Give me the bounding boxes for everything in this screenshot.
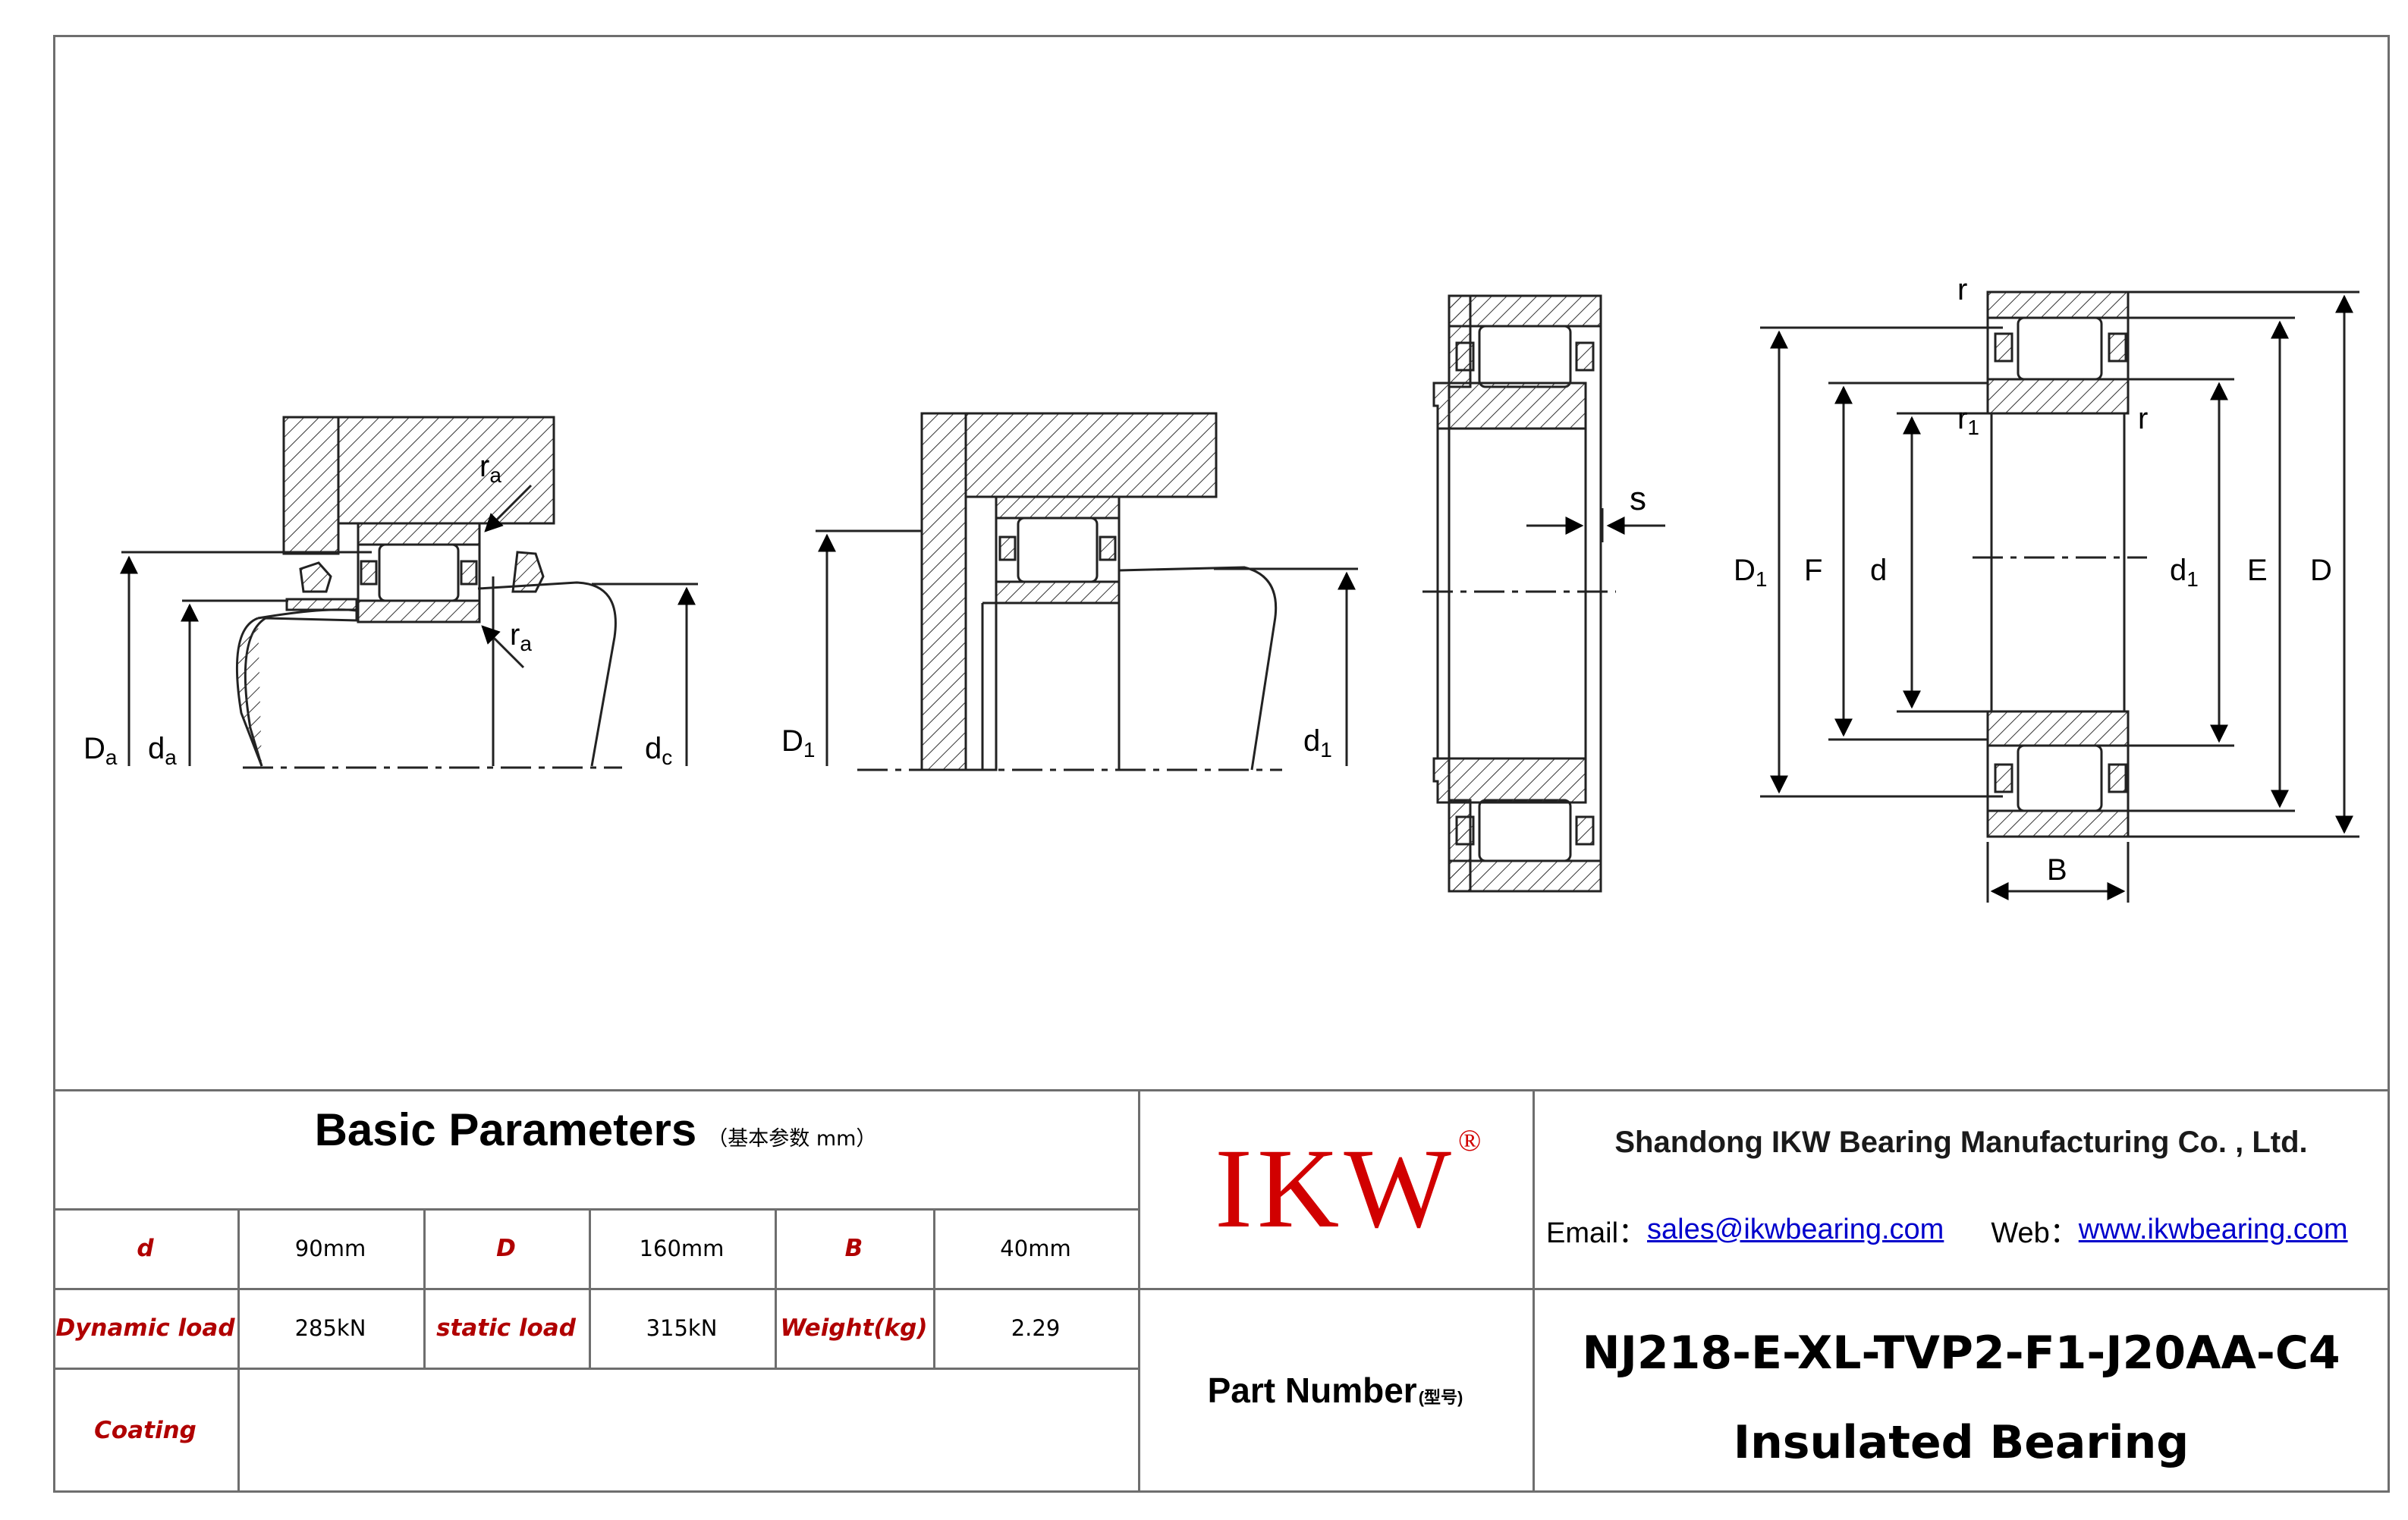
- email-link[interactable]: sales@ikwbearing.com: [1647, 1213, 1944, 1245]
- bearing-technical-drawing: ra ra Da da dc D1 d1 s r r1 r D1 F d d1 …: [83, 273, 2359, 903]
- param-label-D: D: [496, 1234, 516, 1262]
- label-d: d: [1870, 554, 1887, 587]
- param-value-weight: 2.29: [1011, 1314, 1061, 1341]
- bearing-section-s: [1422, 294, 1665, 893]
- label-r-right: r: [2138, 402, 2148, 435]
- basic-parameters-unit: （基本参数 mm）: [707, 1127, 877, 1151]
- email-label: Email：: [1546, 1217, 1648, 1249]
- part-number-label-cell: Part Number (型号): [1138, 1288, 1533, 1493]
- label-B: B: [2047, 853, 2067, 887]
- part-number-label: Part Number: [1207, 1371, 1417, 1410]
- label-D: D: [2310, 554, 2332, 587]
- label-d1-left: d1: [1303, 724, 1332, 762]
- label-s: s: [1630, 480, 1646, 517]
- bearing-section-dimensions: [1760, 290, 2359, 903]
- label-ra-bottom: ra: [510, 618, 532, 655]
- label-r-top: r: [1957, 273, 1967, 306]
- label-D1-left: D1: [781, 724, 815, 762]
- label-dc: dc: [645, 732, 672, 769]
- part-number: NJ218-E-XL-TVP2-F1-J20AA-C4: [1582, 1326, 2340, 1380]
- label-ra-top: ra: [479, 450, 501, 487]
- param-value-static-load: 315kN: [646, 1314, 718, 1341]
- ikw-logo: IKW ®: [1138, 1089, 1533, 1288]
- label-F: F: [1804, 554, 1822, 587]
- label-E: E: [2247, 554, 2268, 587]
- basic-parameters-header: Basic Parameters （基本参数 mm）: [53, 1089, 1138, 1208]
- contact-line: Email： sales@ikwbearing.com Web： www.ikw…: [1533, 1192, 2390, 1267]
- drawing-sheet-border: [53, 35, 2390, 1493]
- param-label-d: d: [137, 1234, 154, 1262]
- param-label-weight: Weight(kg): [780, 1314, 928, 1342]
- param-value-B: 40mm: [1000, 1235, 1071, 1261]
- param-label-dynamic-load: Dynamic load: [55, 1314, 235, 1342]
- bearing-type: Insulated Bearing: [1733, 1415, 2190, 1469]
- param-value-coating: [237, 1368, 1138, 1493]
- logo-text: IKW: [1215, 1126, 1456, 1251]
- param-label-B: B: [844, 1234, 863, 1262]
- param-value-d: 90mm: [294, 1235, 366, 1261]
- registered-mark: ®: [1458, 1123, 1482, 1157]
- web-label: Web：: [1991, 1217, 2079, 1249]
- web-link[interactable]: www.ikwbearing.com: [2078, 1213, 2348, 1245]
- label-da: da: [148, 732, 177, 769]
- basic-parameters-title: Basic Parameters: [314, 1104, 697, 1155]
- label-Da: Da: [83, 732, 118, 769]
- label-r1: r1: [1957, 402, 1979, 439]
- mounting-figure-2: [816, 412, 1358, 771]
- param-value-dynamic-load: 285kN: [294, 1314, 366, 1341]
- label-D1: D1: [1734, 554, 1767, 591]
- param-label-static-load: static load: [436, 1314, 576, 1342]
- param-label-coating: Coating: [94, 1416, 196, 1444]
- company-name: Shandong IKW Bearing Manufacturing Co. ,…: [1614, 1125, 2308, 1159]
- label-d1: d1: [2170, 554, 2199, 591]
- part-number-label-sub: (型号): [1418, 1388, 1463, 1407]
- mounting-figure-1: [120, 416, 698, 769]
- param-value-D: 160mm: [639, 1235, 725, 1261]
- title-block: Basic Parameters （基本参数 mm） d 90mm D 160m…: [53, 1089, 2390, 1493]
